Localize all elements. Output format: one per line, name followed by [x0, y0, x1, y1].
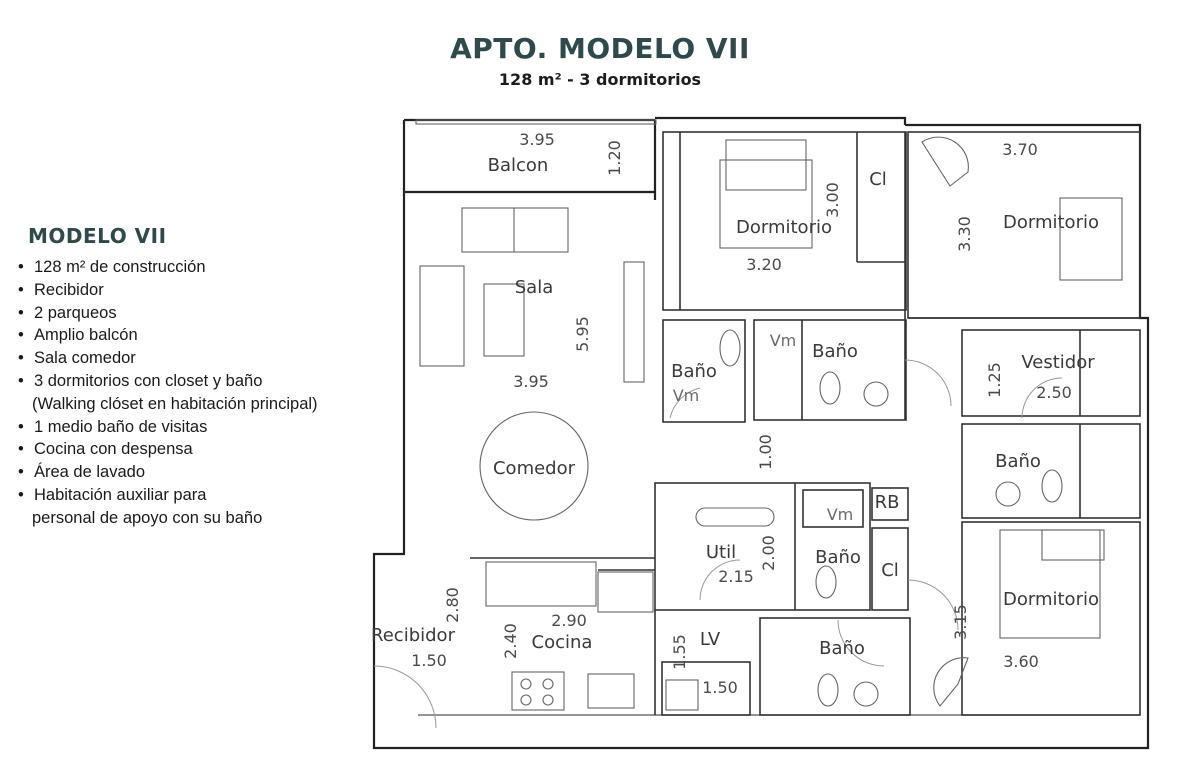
- washbasin-icon: [853, 681, 879, 707]
- dim-sala-height: 5.95: [573, 316, 592, 352]
- page-subtitle: 128 m² - 3 dormitorios: [498, 70, 702, 89]
- balcony-railing-icon: [415, 119, 657, 125]
- room-label-vestidor: Vestidor: [1021, 352, 1095, 373]
- dining-table-icon: [479, 411, 589, 521]
- room-label-closet: Cl: [869, 169, 887, 190]
- dim-dormitorio-height: 3.30: [955, 216, 974, 252]
- bed-icon: [999, 529, 1101, 639]
- laundry-sink-icon: [665, 679, 699, 711]
- dim-vestidor-height: 1.25: [985, 362, 1004, 398]
- room-label-sala: Sala: [515, 277, 554, 298]
- dim-sala-width: 3.95: [513, 372, 549, 391]
- dim-pasillo: 1.00: [756, 434, 775, 470]
- feature-item: •3 dormitorios con closet y baño: [18, 371, 263, 390]
- room-label-util: Util: [706, 542, 736, 563]
- room-label-closet: Cl: [881, 560, 899, 581]
- bed-icon: [1059, 197, 1123, 281]
- toilet-icon: [817, 673, 839, 707]
- room-label-lv: LV: [700, 629, 721, 650]
- sofa-icon: [419, 265, 465, 367]
- dim-recibidor-width: 1.50: [411, 651, 447, 670]
- door-swings: [373, 359, 1063, 729]
- tv-unit-icon: [623, 261, 645, 383]
- room-label-comedor: Comedor: [493, 458, 576, 479]
- room-label-rb: RB: [875, 492, 900, 513]
- feature-item-continuation: (Walking clóset en habitación principal): [32, 394, 318, 413]
- room-label-bano: Baño: [995, 451, 1041, 472]
- dim-dormitorio-width: 3.60: [1003, 652, 1039, 671]
- dim-dormitorio-height: 3.15: [951, 604, 970, 640]
- features-heading: MODELO VII: [28, 224, 167, 248]
- room-label-bano: Baño: [671, 361, 717, 382]
- bed-icon: [725, 139, 807, 191]
- feature-item: •Amplio balcón: [18, 326, 138, 345]
- dimension-labels: 3.95 1.20 3.95 5.95 3.20 3.00 3.70 3.30 …: [411, 130, 1072, 697]
- room-labels: Balcon Sala Comedor Recibidor Cocina Uti…: [371, 155, 1099, 659]
- features-list: •128 m² de construcción •Recibidor •2 pa…: [18, 256, 398, 530]
- dim-dormitorio-width: 3.20: [746, 255, 782, 274]
- feature-item: •Cocina con despensa: [18, 440, 193, 459]
- toilet-icon: [719, 329, 741, 367]
- armchair-icon: [933, 657, 969, 707]
- room-label-bano: Baño: [819, 638, 865, 659]
- washbasin-icon: [995, 481, 1021, 507]
- room-label-vm: Vm: [673, 386, 700, 405]
- room-label-cocina: Cocina: [532, 632, 593, 653]
- dim-balcon-height: 1.20: [605, 140, 624, 176]
- dim-cocina-width: 2.90: [551, 611, 587, 630]
- dim-lv-height: 1.55: [670, 634, 689, 670]
- feature-item: •1 medio baño de visitas: [18, 417, 208, 436]
- sofa-icon: [461, 207, 569, 253]
- water-heater-icon: [695, 507, 775, 527]
- armchair-icon: [921, 136, 969, 187]
- features-panel: MODELO VII •128 m² de construcción •Reci…: [18, 224, 398, 530]
- dim-util-width: 2.15: [718, 567, 754, 586]
- room-label-bano: Baño: [812, 341, 858, 362]
- room-label-dormitorio: Dormitorio: [1003, 589, 1099, 610]
- page-title: APTO. MODELO VII: [450, 32, 750, 65]
- dim-cocina-height: 2.40: [501, 623, 520, 659]
- feature-item-continuation: personal de apoyo con su baño: [32, 508, 263, 527]
- room-label-dormitorio: Dormitorio: [1003, 212, 1099, 233]
- toilet-icon: [815, 565, 837, 599]
- dim-lv-width: 1.50: [702, 678, 738, 697]
- furniture: [415, 119, 1123, 711]
- dim-recibidor-height: 2.80: [443, 587, 462, 623]
- feature-item: •128 m² de construcción: [18, 258, 206, 276]
- feature-item: •Recibidor: [18, 280, 104, 299]
- toilet-icon: [1041, 469, 1063, 503]
- sink-icon: [587, 673, 635, 709]
- dim-dormitorio-width: 3.70: [1002, 140, 1038, 159]
- dim-balcon-width: 3.95: [519, 130, 555, 149]
- room-label-vm: Vm: [770, 331, 797, 350]
- kitchen-counter-icon: [485, 561, 597, 607]
- feature-item: •Área de lavado: [18, 463, 145, 482]
- dim-util-height: 2.00: [759, 535, 778, 571]
- dim-dormitorio-height: 3.00: [823, 182, 842, 218]
- room-label-vm: Vm: [827, 505, 854, 524]
- room-label-dormitorio: Dormitorio: [736, 217, 832, 238]
- feature-item: •Sala comedor: [18, 349, 136, 368]
- room-label-balcon: Balcon: [488, 155, 549, 176]
- coffee-table-icon: [483, 283, 525, 357]
- room-label-recibidor: Recibidor: [371, 625, 456, 646]
- feature-item: •Habitación auxiliar para: [18, 485, 207, 504]
- room-label-bano: Baño: [815, 547, 861, 568]
- dim-vestidor-width: 2.50: [1036, 383, 1072, 402]
- stove-icon: [511, 671, 565, 711]
- feature-item: •2 parqueos: [18, 303, 117, 322]
- washbasin-icon: [863, 381, 889, 407]
- toilet-icon: [819, 371, 841, 405]
- interior-walls: [470, 131, 1141, 716]
